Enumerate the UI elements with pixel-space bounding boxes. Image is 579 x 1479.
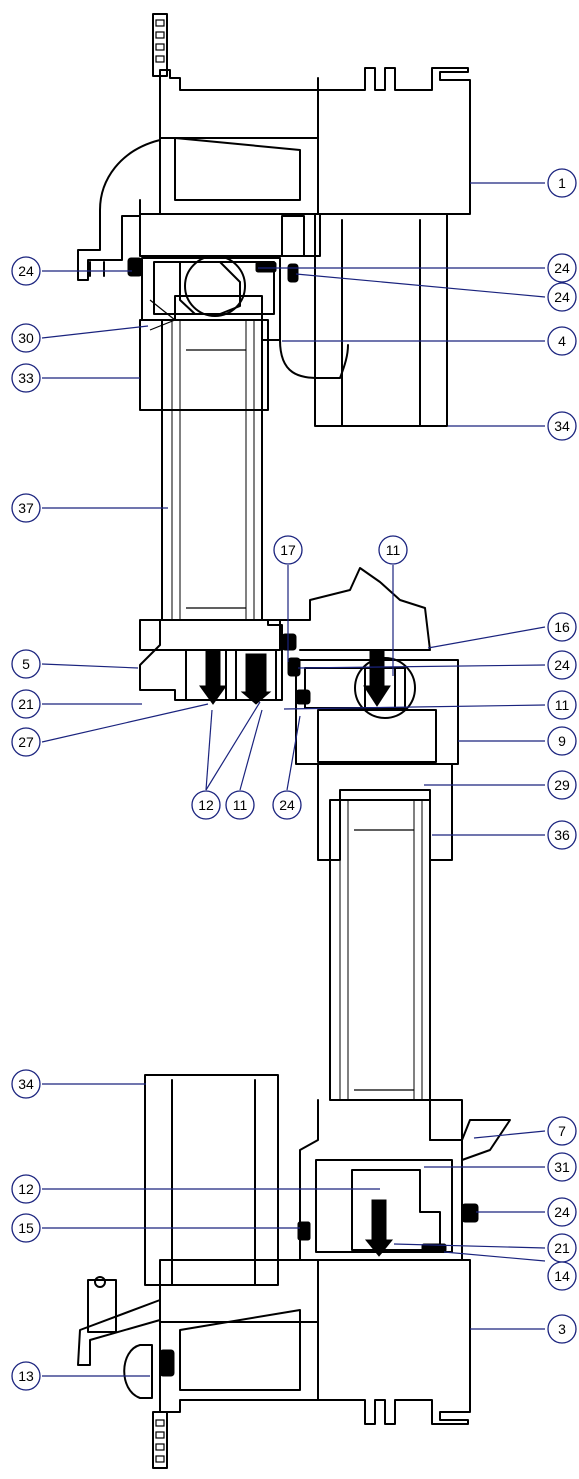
callout-21-a: 21 <box>11 689 41 719</box>
lower-sash-profile <box>317 763 453 1101</box>
svg-text:9: 9 <box>558 733 566 749</box>
callout-31: 31 <box>547 1152 577 1182</box>
svg-text:24: 24 <box>554 260 570 276</box>
callout-9: 9 <box>547 726 577 756</box>
callout-24-b: 24 <box>11 256 41 286</box>
callout-30: 30 <box>11 323 41 353</box>
callout-34-a: 34 <box>547 411 577 441</box>
callout-29: 29 <box>547 770 577 800</box>
callout-13: 13 <box>11 1361 41 1391</box>
svg-text:36: 36 <box>554 827 570 843</box>
svg-text:24: 24 <box>554 657 570 673</box>
callout-37: 37 <box>11 493 41 523</box>
svg-text:1: 1 <box>558 175 566 191</box>
callout-24-a: 24 <box>547 253 577 283</box>
callout-bubbles: 1 24 24 24 30 4 33 34 37 17 11 16 24 5 1… <box>11 168 577 1391</box>
callout-5: 5 <box>11 649 41 679</box>
callout-1: 1 <box>547 168 577 198</box>
svg-text:30: 30 <box>18 330 34 346</box>
svg-text:27: 27 <box>18 734 34 750</box>
svg-text:4: 4 <box>558 333 566 349</box>
svg-text:12: 12 <box>18 1181 34 1197</box>
callout-36: 36 <box>547 820 577 850</box>
callout-11-c: 11 <box>225 790 255 820</box>
svg-text:5: 5 <box>22 656 30 672</box>
callout-27: 27 <box>11 727 41 757</box>
svg-text:21: 21 <box>554 1240 570 1256</box>
callout-14: 14 <box>547 1261 577 1291</box>
callout-21-b: 21 <box>547 1233 577 1263</box>
callout-3: 3 <box>547 1314 577 1344</box>
svg-text:34: 34 <box>554 418 570 434</box>
bottom-sash-rail <box>297 1099 511 1261</box>
svg-text:11: 11 <box>386 542 401 558</box>
svg-text:16: 16 <box>554 619 570 635</box>
callout-24-d: 24 <box>547 650 577 680</box>
svg-text:21: 21 <box>18 696 34 712</box>
callout-4: 4 <box>547 326 577 356</box>
svg-text:14: 14 <box>554 1268 570 1284</box>
svg-text:15: 15 <box>18 1220 34 1236</box>
svg-text:33: 33 <box>18 370 34 386</box>
top-sash-profile <box>139 255 349 411</box>
svg-text:3: 3 <box>558 1321 566 1337</box>
svg-text:24: 24 <box>18 263 34 279</box>
callout-15: 15 <box>11 1213 41 1243</box>
svg-text:12: 12 <box>198 797 214 813</box>
callout-12-b: 12 <box>11 1174 41 1204</box>
callout-24-f: 24 <box>547 1197 577 1227</box>
top-insulation-block <box>314 213 448 427</box>
leader-lines <box>41 182 546 1377</box>
svg-text:29: 29 <box>554 777 570 793</box>
svg-text:11: 11 <box>233 797 248 813</box>
svg-text:11: 11 <box>555 697 570 713</box>
callout-11-a: 11 <box>378 535 408 565</box>
callout-34-b: 34 <box>11 1069 41 1099</box>
svg-text:34: 34 <box>18 1076 34 1092</box>
callout-16: 16 <box>547 612 577 642</box>
svg-text:13: 13 <box>18 1368 34 1384</box>
callout-33: 33 <box>11 363 41 393</box>
bottom-frame-profile <box>77 1259 471 1469</box>
callout-24-e: 24 <box>272 790 302 820</box>
top-glass-unit <box>161 319 263 621</box>
svg-text:7: 7 <box>558 1123 566 1139</box>
svg-text:24: 24 <box>554 289 570 305</box>
bottom-insulation-block <box>144 1074 279 1286</box>
callout-7: 7 <box>547 1116 577 1146</box>
svg-text:17: 17 <box>280 542 296 558</box>
callout-11-b: 11 <box>547 690 577 720</box>
callout-24-c: 24 <box>547 282 577 312</box>
svg-text:37: 37 <box>18 500 34 516</box>
middle-screws <box>199 633 391 707</box>
callout-17: 17 <box>273 535 303 565</box>
top-frame-profile <box>77 13 471 281</box>
svg-text:31: 31 <box>554 1159 570 1175</box>
svg-text:24: 24 <box>279 797 295 813</box>
svg-text:24: 24 <box>554 1204 570 1220</box>
callout-12-a: 12 <box>191 790 221 820</box>
